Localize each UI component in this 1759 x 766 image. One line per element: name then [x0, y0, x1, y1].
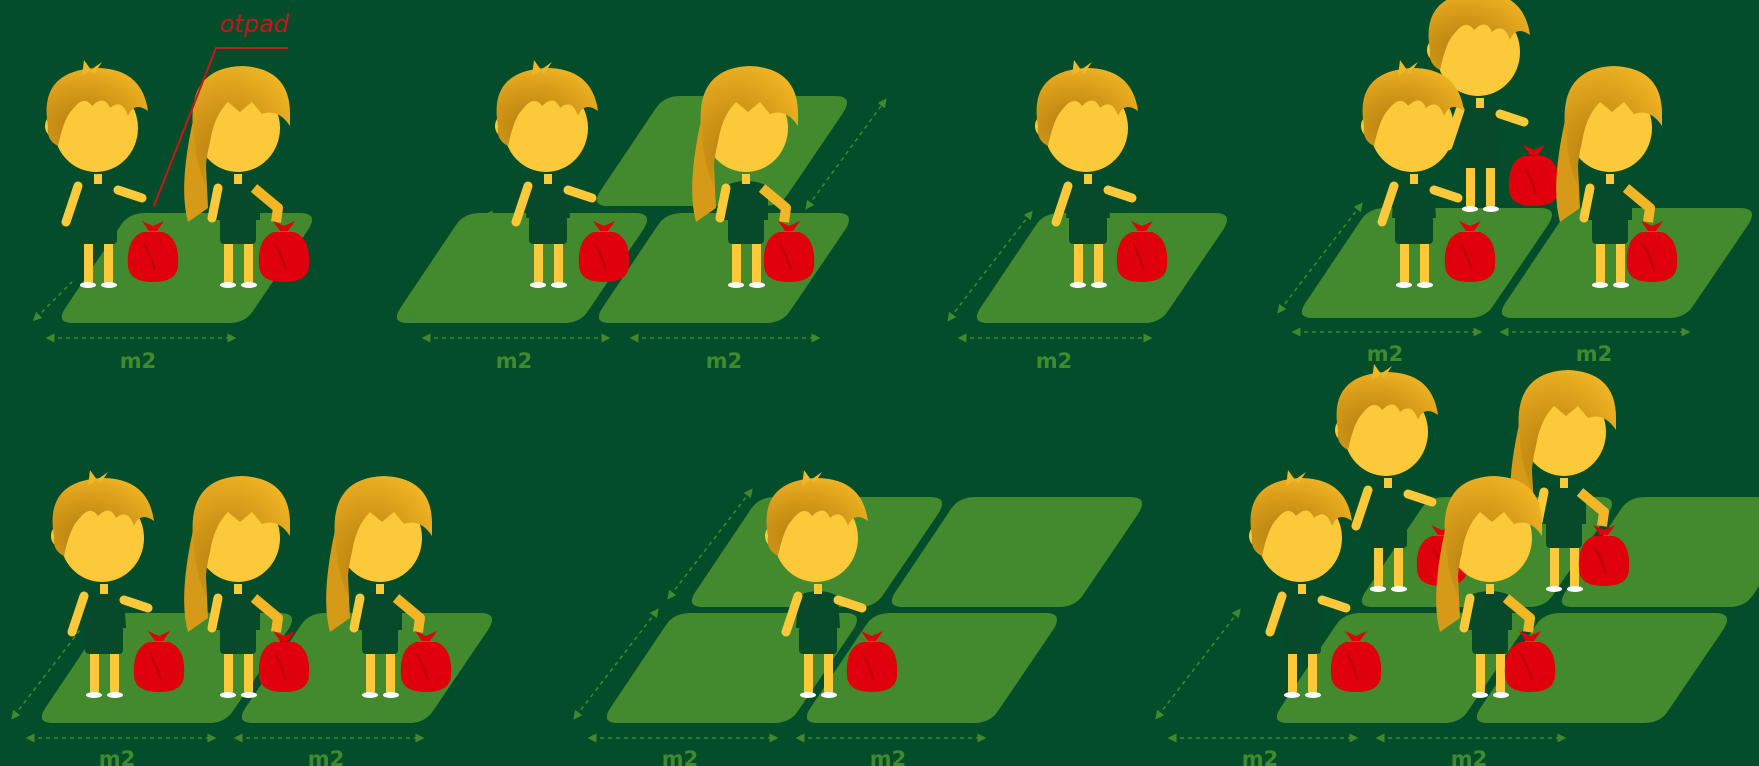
scene-3: m2: [950, 60, 1227, 373]
scene-1: m2 otpad: [36, 10, 312, 373]
m2-label: m2: [870, 747, 907, 766]
annotation-label: otpad: [220, 10, 290, 38]
scene-4: m2 m2: [1280, 0, 1752, 366]
depth-arrow: [1158, 612, 1238, 716]
scene-6: m2 m2: [576, 470, 1142, 766]
scene-2: m2 m2: [397, 60, 884, 373]
scene-7: m2 m2: [1158, 364, 1759, 766]
waste-bag-icon: [1509, 145, 1559, 206]
m2-label: m2: [1576, 342, 1613, 366]
m2-label: m2: [99, 747, 136, 766]
m2-label: m2: [1036, 349, 1073, 373]
m2-label: m2: [308, 747, 345, 766]
m2-label: m2: [662, 747, 699, 766]
m2-label: m2: [1242, 747, 1279, 766]
m2-label: m2: [120, 349, 157, 373]
m2-label: m2: [706, 349, 743, 373]
m2-label: m2: [496, 349, 533, 373]
m2-label: m2: [1367, 342, 1404, 366]
m2-label: m2: [1451, 747, 1488, 766]
scene-5: m2 m2: [14, 470, 492, 766]
